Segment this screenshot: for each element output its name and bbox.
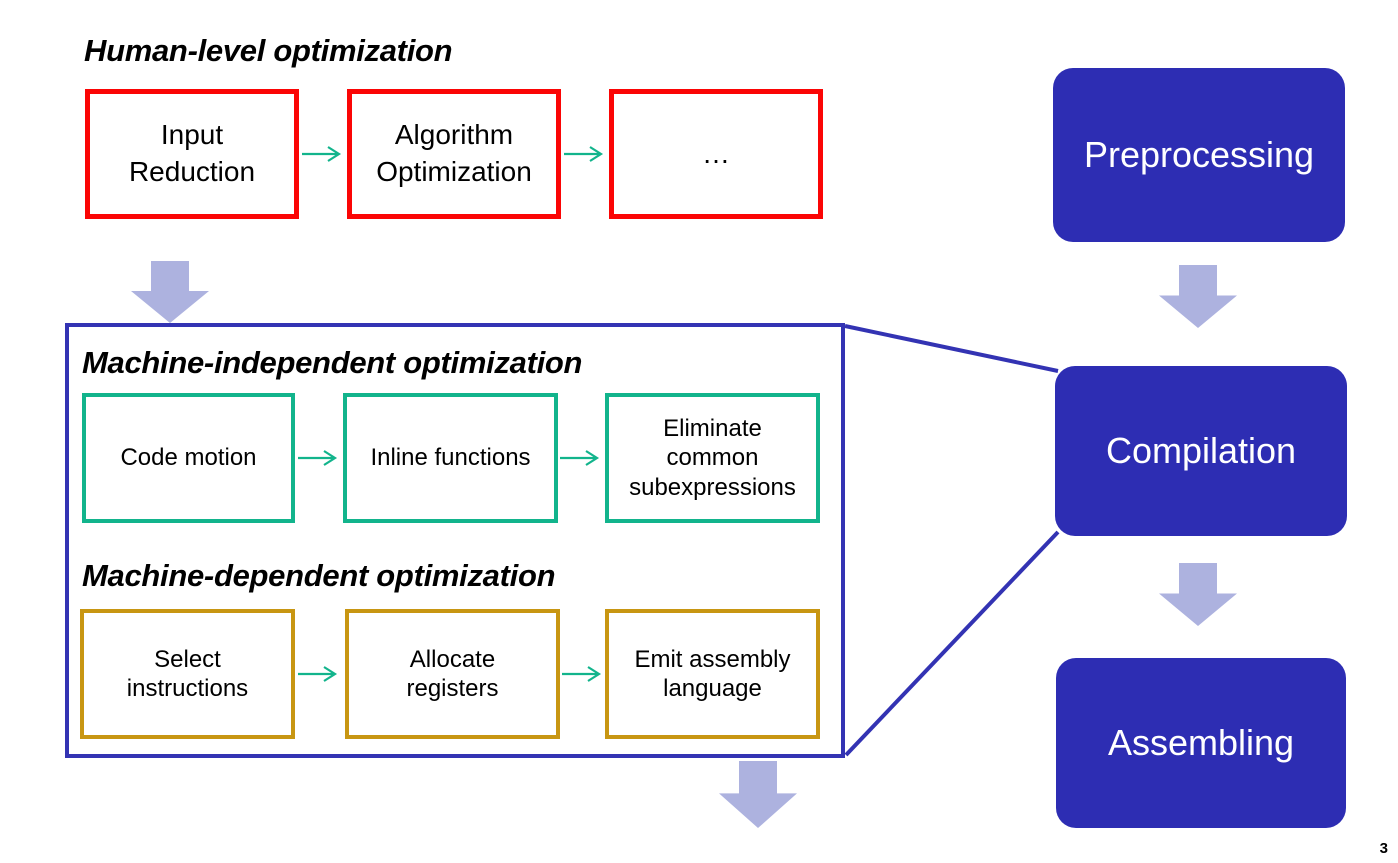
page-number: 3 xyxy=(1379,840,1388,857)
stage-label: Preprocessing xyxy=(1083,134,1315,175)
flow-box-label: Emit assembly language xyxy=(634,645,791,702)
stage-label: Compilation xyxy=(1105,430,1297,471)
stage-label: Assembling xyxy=(1107,722,1295,763)
flow-box-algorithm-optimization: Algorithm Optimization xyxy=(347,89,561,219)
optimization-panel xyxy=(65,323,845,758)
right-arrow-icon xyxy=(298,666,338,682)
flow-box-select-instructions: Select instructions xyxy=(80,609,295,739)
stage-box-compilation: Compilation xyxy=(1055,366,1347,536)
down-arrow-icon xyxy=(131,261,209,323)
flow-box-label: Select instructions xyxy=(126,645,249,702)
right-arrow-icon xyxy=(560,450,600,466)
flow-box-label: Algorithm Optimization xyxy=(376,119,532,187)
right-arrow-icon xyxy=(562,666,602,682)
flow-box-label: Eliminate common subexpressions xyxy=(629,415,796,501)
flow-box-ellipsis: … xyxy=(609,89,823,219)
flow-box-input-reduction: Input Reduction xyxy=(85,89,299,219)
flow-box-label: Allocate registers xyxy=(406,645,499,702)
machine-dependent-title: Machine-dependent optimization xyxy=(82,558,556,593)
human-level-title: Human-level optimization xyxy=(84,33,453,68)
flow-box-label: Inline functions xyxy=(370,444,531,472)
down-arrow-icon xyxy=(1159,563,1237,626)
down-arrow-icon xyxy=(719,761,797,828)
flow-box-eliminate-subexpressions: Eliminate common subexpressions xyxy=(605,393,820,523)
down-arrow-icon xyxy=(1159,265,1237,328)
flow-box-allocate-registers: Allocate registers xyxy=(345,609,560,739)
flow-box-label: Code motion xyxy=(120,444,257,472)
right-arrow-icon xyxy=(564,146,604,162)
flow-box-label: Input Reduction xyxy=(128,119,256,187)
machine-independent-title: Machine-independent optimization xyxy=(82,345,583,380)
flow-box-label: … xyxy=(702,137,730,169)
stage-box-assembling: Assembling xyxy=(1056,658,1346,828)
flow-box-code-motion: Code motion xyxy=(82,393,295,523)
flow-box-inline-functions: Inline functions xyxy=(343,393,558,523)
right-arrow-icon xyxy=(302,146,342,162)
flow-box-emit-assembly: Emit assembly language xyxy=(605,609,820,739)
right-arrow-icon xyxy=(298,450,338,466)
stage-box-preprocessing: Preprocessing xyxy=(1053,68,1345,242)
